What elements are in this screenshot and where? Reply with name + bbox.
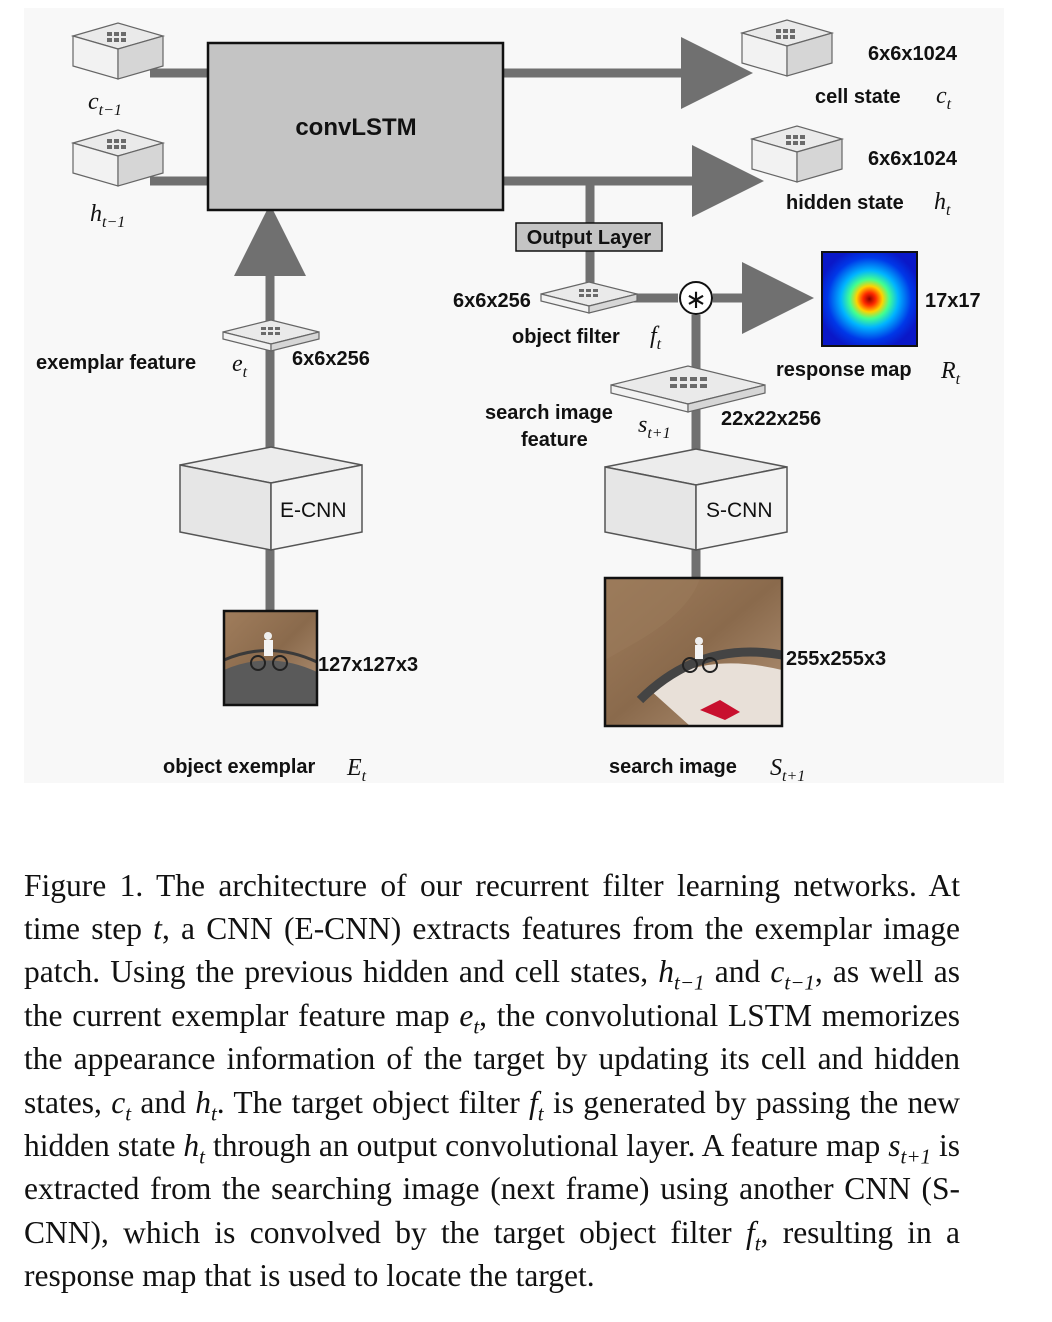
caption-math-symbol: c [770, 954, 785, 990]
caption-math: ht [195, 1084, 217, 1124]
search-feature-label-line2: feature [521, 429, 588, 451]
exemplar-feature-symbol: et [232, 351, 248, 381]
caption-math-symbol: f [529, 1084, 538, 1120]
cell-state-cube [741, 19, 833, 77]
hidden-state-dims: 6x6x1024 [868, 148, 958, 170]
caption-math-subscript: t [537, 1100, 544, 1125]
caption-math: st+1 [888, 1127, 931, 1167]
caption-math: t [153, 911, 162, 946]
caption-text: , a CNN (E-CNN) extracts features from t… [24, 910, 960, 990]
search-feature-symbol: st+1 [638, 412, 671, 442]
caption-math: ht [183, 1127, 205, 1167]
caption-math-symbol: f [745, 1214, 755, 1250]
caption-math: ft [745, 1214, 761, 1254]
hidden-state-symbol: ht [934, 189, 951, 219]
output-layer-label: Output Layer [527, 227, 652, 249]
caption-math-symbol: e [459, 997, 474, 1033]
caption-math-subscript: t [210, 1100, 217, 1125]
search-feature-label-line1: search image [485, 402, 613, 424]
figure-background [24, 8, 1004, 783]
response-map-heatmap [821, 251, 918, 347]
object-filter-slab [540, 281, 638, 314]
figure-caption: Figure 1. The architecture of our recurr… [24, 864, 960, 1298]
exemplar-feature-label: exemplar feature [36, 352, 196, 374]
caption-math-subscript: t−1 [674, 970, 705, 995]
response-map-label: response map [776, 359, 912, 381]
cell-state-label: cell state [815, 86, 901, 108]
search-feature-slab [610, 365, 766, 413]
caption-text: , as well as the current exemplar featur… [24, 954, 960, 1033]
object-exemplar-dims: 127x127x3 [318, 654, 418, 676]
object-exemplar-symbol: Et [346, 755, 367, 785]
caption-math-symbol: c [111, 1084, 126, 1120]
caption-math-subscript: t [125, 1100, 132, 1125]
ecnn-label: E-CNN [280, 499, 347, 522]
caption-math: ft [529, 1084, 544, 1124]
object-exemplar-label: object exemplar [163, 756, 316, 778]
hidden-state-cube [751, 125, 843, 183]
c-prev-cube [72, 22, 164, 80]
caption-math-subscript: t [754, 1231, 761, 1256]
search-image [603, 576, 784, 728]
convolution-operator [679, 281, 713, 315]
search-feature-dims: 22x22x256 [721, 408, 821, 430]
search-image-symbol: St+1 [770, 755, 805, 785]
caption-text: through an output convolutional layer. A… [205, 1127, 889, 1163]
caption-math-symbol: t [153, 910, 162, 946]
c-prev-symbol: ct−1 [88, 89, 122, 119]
search-image-dims: 255x255x3 [786, 648, 886, 670]
exemplar-feature-dims: 6x6x256 [292, 348, 370, 370]
h-prev-symbol: ht−1 [90, 201, 125, 231]
response-map-symbol: Rt [940, 358, 961, 388]
caption-text: . The target object filter [216, 1084, 530, 1120]
output-layer-box [515, 222, 663, 252]
object-filter-dims: 6x6x256 [453, 290, 531, 312]
caption-math-subscript: t+1 [900, 1144, 932, 1169]
cell-state-dims: 6x6x1024 [868, 43, 958, 65]
caption-math: ct−1 [770, 954, 815, 993]
caption-math-symbol: h [195, 1084, 211, 1120]
object-filter-label: object filter [512, 326, 620, 348]
caption-math-symbol: h [658, 954, 675, 990]
hidden-state-label: hidden state [786, 192, 904, 214]
convlstm-label: convLSTM [295, 114, 416, 141]
object-exemplar-image [222, 609, 319, 707]
caption-math-symbol: h [183, 1127, 200, 1163]
caption-text: Figure 1. The architecture of our recurr… [24, 867, 960, 946]
response-map-dims: 17x17 [925, 290, 981, 312]
caption-math: et [459, 997, 479, 1037]
caption-math-subscript: t−1 [784, 970, 815, 995]
caption-text: is extracted from the searching image (n… [24, 1127, 960, 1250]
caption-math-subscript: t [199, 1144, 205, 1169]
exemplar-feature-slab [222, 319, 320, 352]
caption-text: and [131, 1084, 196, 1120]
convolution-symbol: ∗ [685, 285, 707, 315]
object-filter-symbol: ft [650, 323, 662, 353]
caption-text: is generated by passing the new hidden s… [24, 1084, 961, 1163]
convlstm-box [206, 41, 505, 212]
caption-text: , resulting in a response map that is us… [24, 1214, 960, 1294]
caption-math-subscript: t [473, 1014, 480, 1039]
caption-math: ht−1 [658, 954, 704, 993]
h-prev-cube [72, 129, 164, 187]
caption-text: and [704, 954, 771, 990]
architecture-diagram: convLSTM ct−1 ht−1 6x6x1024 cell state c… [36, 19, 981, 785]
scnn-label: S-CNN [706, 499, 773, 522]
caption-text: , the convolutional LSTM memorizes the a… [24, 997, 960, 1120]
scnn-block [604, 448, 788, 551]
ecnn-block [179, 446, 363, 551]
search-image-label: search image [609, 756, 737, 778]
cell-state-symbol: ct [936, 83, 952, 113]
caption-math-symbol: s [888, 1127, 901, 1163]
caption-math: ct [111, 1084, 131, 1124]
